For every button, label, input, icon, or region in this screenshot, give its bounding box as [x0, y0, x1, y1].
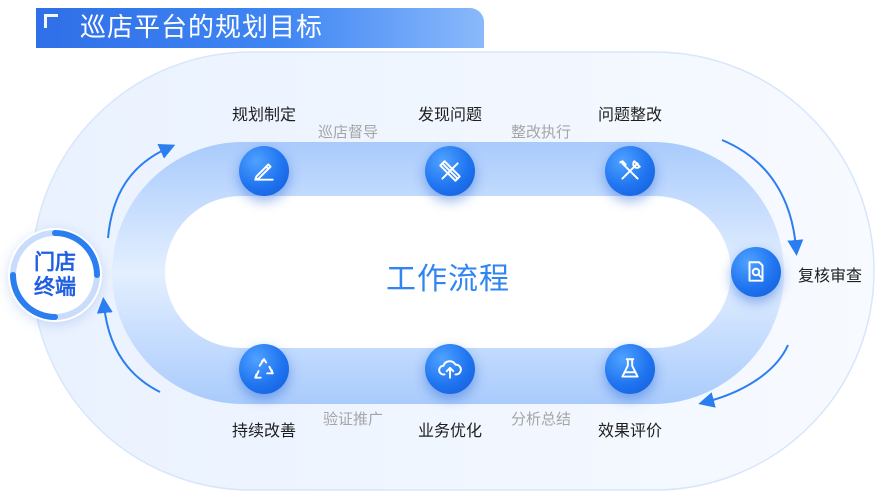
store-terminal-badge: 门店 终端: [8, 228, 102, 322]
step-label-evaluate: 效果评价: [597, 421, 663, 440]
cloud-upload-icon: [425, 344, 475, 394]
connector-label-analyze: 分析总结: [510, 410, 572, 428]
step-label-plan: 规划制定: [231, 105, 297, 124]
title-corner-mark: [44, 14, 58, 28]
step-label-improve: 持续改善: [231, 421, 297, 440]
arrow-arc-top-left: [107, 143, 176, 239]
terminal-ring: [10, 230, 100, 320]
page-title: 巡店平台的规划目标: [80, 13, 324, 43]
step-label-rectify: 问题整改: [597, 105, 663, 124]
inner-stadium: [165, 196, 731, 348]
document-search-icon: [731, 247, 781, 297]
pencil-ruler-icon: [425, 146, 475, 196]
title-banner: [36, 8, 484, 48]
terminal-line-2: 终端: [34, 275, 76, 299]
terminal-label: 门店 终端: [8, 250, 102, 300]
arrow-arc-bottom-left: [96, 297, 161, 393]
arrow-arc-top-right: [721, 139, 804, 256]
flask-icon: [605, 344, 655, 394]
wrench-screwdriver-icon: [605, 146, 655, 196]
arrow-arc-bottom-right: [698, 344, 789, 408]
recycle-icon: [239, 344, 289, 394]
connector-label-execute: 整改执行: [510, 123, 572, 141]
terminal-line-1: 门店: [34, 250, 76, 274]
step-label-optimize: 业务优化: [417, 421, 483, 440]
pencil-icon: [239, 146, 289, 196]
connector-label-inspect: 巡店督导: [317, 123, 379, 141]
center-workflow-label: 工作流程: [386, 262, 510, 297]
connector-label-verify: 验证推广: [322, 410, 384, 428]
step-label-review: 复核审查: [797, 266, 863, 285]
step-label-discover: 发现问题: [417, 105, 483, 124]
